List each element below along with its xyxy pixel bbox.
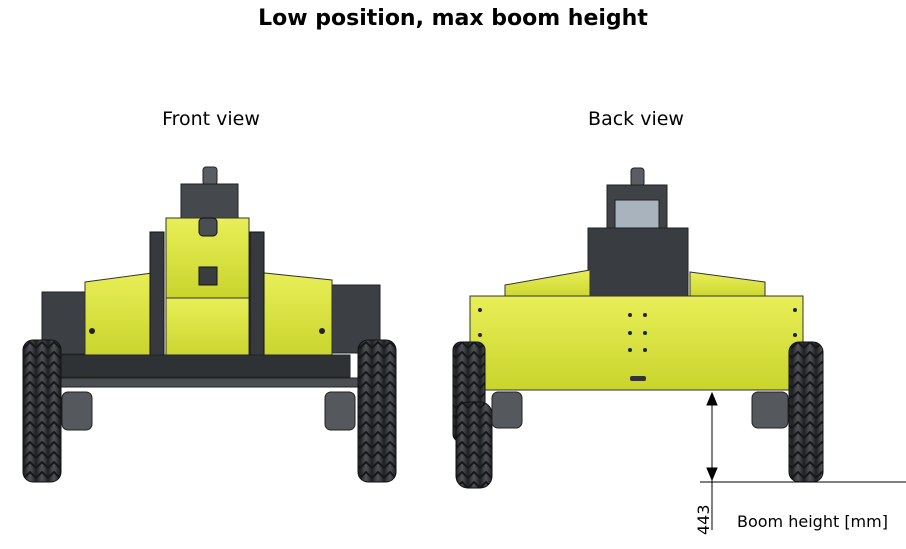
back-view-robot — [452, 167, 824, 489]
back-caster-wheel — [455, 401, 493, 489]
front-right-wheel — [357, 339, 397, 483]
front-left-wing — [84, 271, 161, 357]
front-top-box — [180, 183, 239, 221]
front-view-label: Front view — [162, 108, 260, 130]
dimension-arrow-bottom — [706, 467, 718, 482]
front-right-wing — [254, 271, 333, 359]
boom-height-caption: Boom height [mm] — [737, 512, 888, 531]
back-view-label: Back view — [588, 108, 684, 130]
front-sensor-beacon — [202, 166, 218, 186]
front-lower-panel — [165, 297, 250, 361]
front-left-wheel — [22, 339, 62, 483]
front-bumper-bar — [27, 377, 391, 388]
back-right-wheel — [788, 341, 824, 483]
back-main-panel — [469, 295, 804, 391]
dimension-arrow-top — [706, 391, 718, 406]
boom-height-value: 443 — [694, 504, 713, 535]
front-view-robot — [22, 166, 397, 483]
back-sensor-beacon — [630, 167, 645, 187]
diagram-title: Low position, max boom height — [258, 6, 648, 31]
boom-height-dimension — [700, 391, 906, 530]
back-tower — [587, 227, 689, 299]
